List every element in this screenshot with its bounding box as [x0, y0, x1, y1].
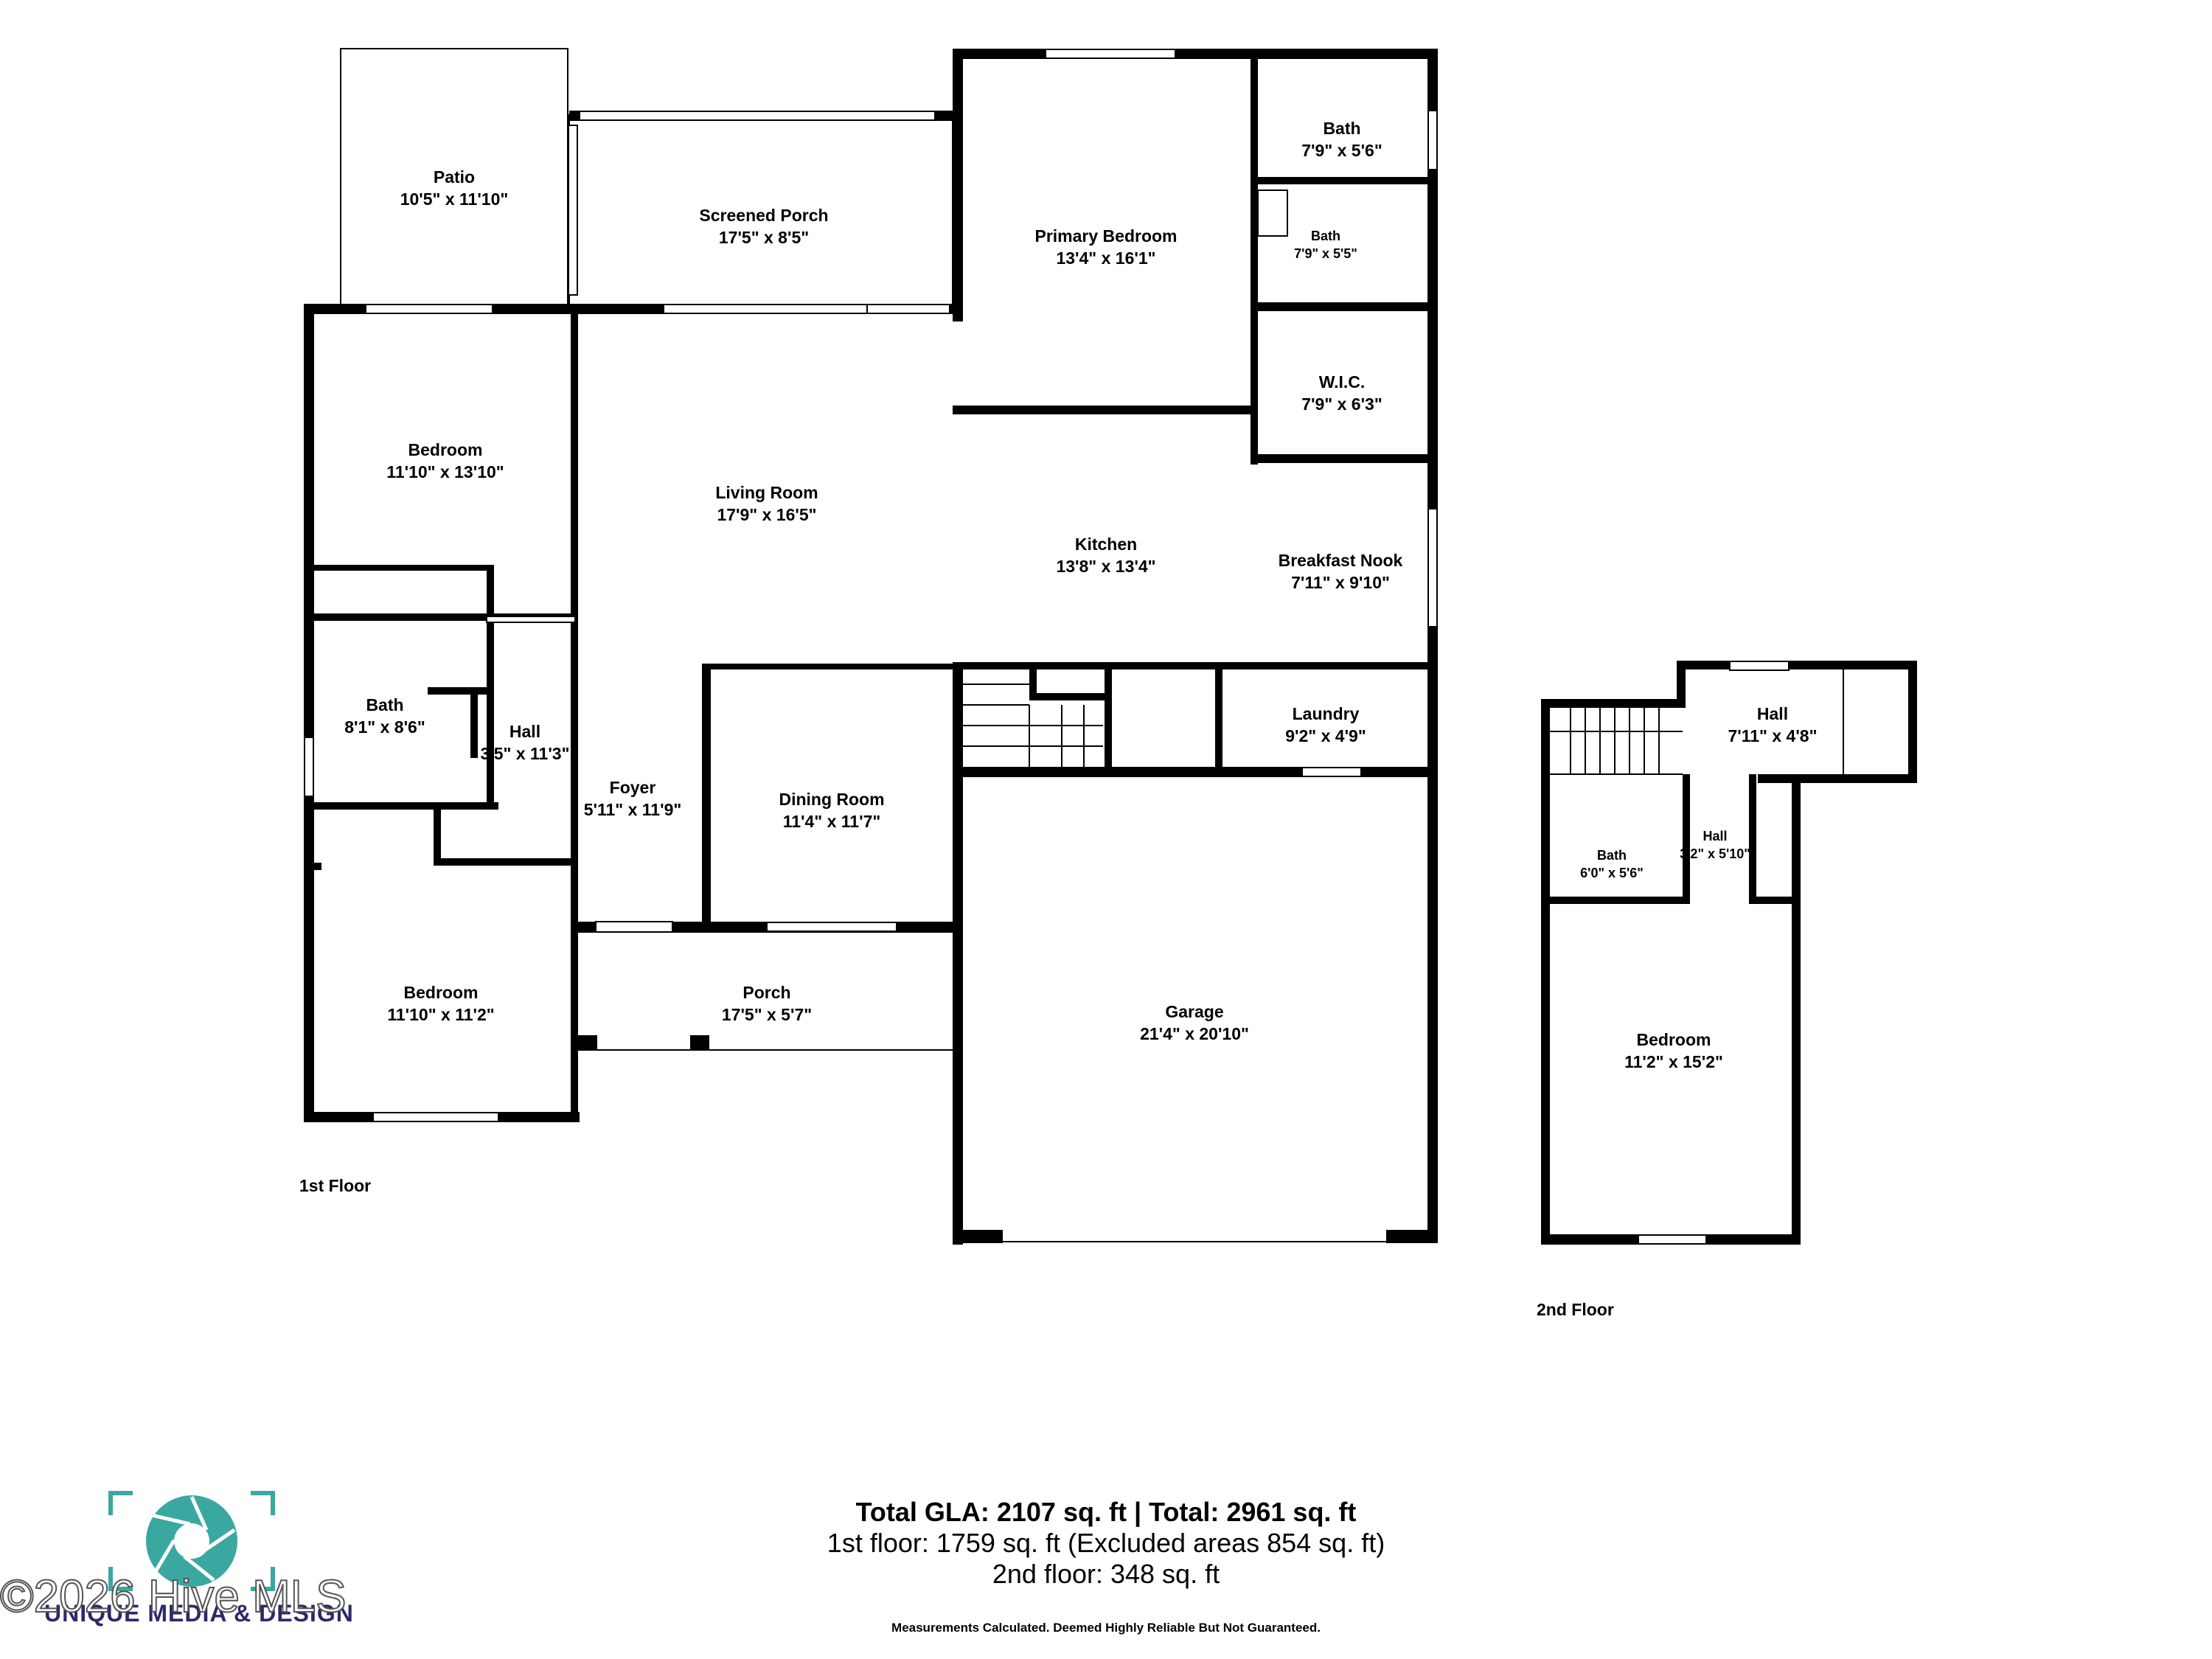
room-dims-bath-a: 7'9" x 5'6": [1301, 141, 1382, 160]
room-name-bath-a: Bath: [1323, 119, 1360, 138]
room-name-laundry: Laundry: [1293, 704, 1360, 723]
room-dims-porch: 17'5" x 5'7": [722, 1005, 812, 1024]
company-name: UNIQUE MEDIA & DESIGN: [44, 1600, 354, 1627]
porch-outline: [576, 931, 955, 1051]
room-name-bedroom-a: Bedroom: [408, 440, 483, 459]
room-name-living-room: Living Room: [715, 483, 818, 502]
room-dims-primary-bedroom: 13'4" x 16'1": [1056, 248, 1155, 268]
floor-label-second: 2nd Floor: [1537, 1300, 1614, 1319]
room-name-garage: Garage: [1165, 1002, 1223, 1021]
camera-aperture-logo: [108, 1491, 275, 1591]
room-name-bath-c: Bath: [366, 695, 403, 714]
room-dims-wic: 7'9" x 6'3": [1301, 394, 1382, 414]
room-name-foyer: Foyer: [610, 778, 656, 797]
room-name-hall-a: Hall: [509, 722, 540, 741]
room-dims-hall-b: 7'11" x 4'8": [1728, 726, 1817, 745]
room-dims-bath-c: 8'1" x 8'6": [344, 717, 425, 737]
room-dims-laundry: 9'2" x 4'9": [1285, 726, 1366, 745]
room-dims-dining-room: 11'4" x 11'7": [783, 812, 881, 831]
stairs-first-floor: [963, 684, 1103, 767]
room-name-screened-porch: Screened Porch: [699, 206, 828, 225]
room-dims-bath-d: 6'0" x 5'6": [1580, 866, 1644, 880]
room-dims-bedroom-a: 11'10" x 13'10": [386, 462, 504, 481]
room-dims-kitchen: 13'8" x 13'4": [1056, 557, 1155, 576]
room-name-wic: W.I.C.: [1319, 372, 1366, 392]
room-name-dining-room: Dining Room: [779, 790, 884, 809]
watermark: ©2026 Hive MLS: [0, 1571, 347, 1623]
total-area-summary: Total GLA: 2107 sq. ft | Total: 2961 sq.…: [855, 1497, 1357, 1527]
room-name-bath-b: Bath: [1311, 229, 1340, 243]
first-floor-area: 1st floor: 1759 sq. ft (Excluded areas 8…: [827, 1528, 1385, 1558]
room-dims-bedroom-b: 11'10" x 11'2": [387, 1005, 494, 1024]
room-name-porch: Porch: [742, 983, 790, 1002]
room-name-bedroom-b: Bedroom: [404, 983, 479, 1002]
room-name-bedroom-c: Bedroom: [1637, 1030, 1711, 1049]
room-name-primary-bedroom: Primary Bedroom: [1034, 226, 1177, 246]
room-name-hall-c: Hall: [1703, 829, 1727, 844]
room-dims-bath-b: 7'9" x 5'5": [1294, 246, 1357, 261]
room-name-patio: Patio: [434, 167, 475, 187]
room-dims-patio: 10'5" x 11'10": [400, 189, 509, 209]
room-dims-living-room: 17'9" x 16'5": [717, 505, 816, 524]
room-name-hall-b: Hall: [1757, 704, 1788, 723]
disclaimer-note: Measurements Calculated. Deemed Highly R…: [891, 1621, 1321, 1635]
room-name-kitchen: Kitchen: [1075, 535, 1137, 554]
room-dims-screened-porch: 17'5" x 8'5": [719, 228, 809, 247]
stairs-second-floor: [1550, 708, 1683, 775]
floor-label-first: 1st Floor: [299, 1176, 371, 1195]
room-dims-hall-a: 3'5" x 11'3": [480, 744, 569, 763]
room-dims-bedroom-c: 11'2" x 15'2": [1624, 1052, 1723, 1071]
room-dims-hall-c: 3'2" x 5'10": [1680, 846, 1750, 861]
second-floor-area: 2nd floor: 348 sq. ft: [992, 1559, 1220, 1589]
room-name-breakfast-nook: Breakfast Nook: [1279, 551, 1403, 570]
room-dims-breakfast-nook: 7'11" x 9'10": [1291, 573, 1390, 592]
room-dims-foyer: 5'11" x 11'9": [584, 800, 682, 819]
room-dims-garage: 21'4" x 20'10": [1140, 1024, 1249, 1043]
room-name-bath-d: Bath: [1597, 848, 1627, 863]
